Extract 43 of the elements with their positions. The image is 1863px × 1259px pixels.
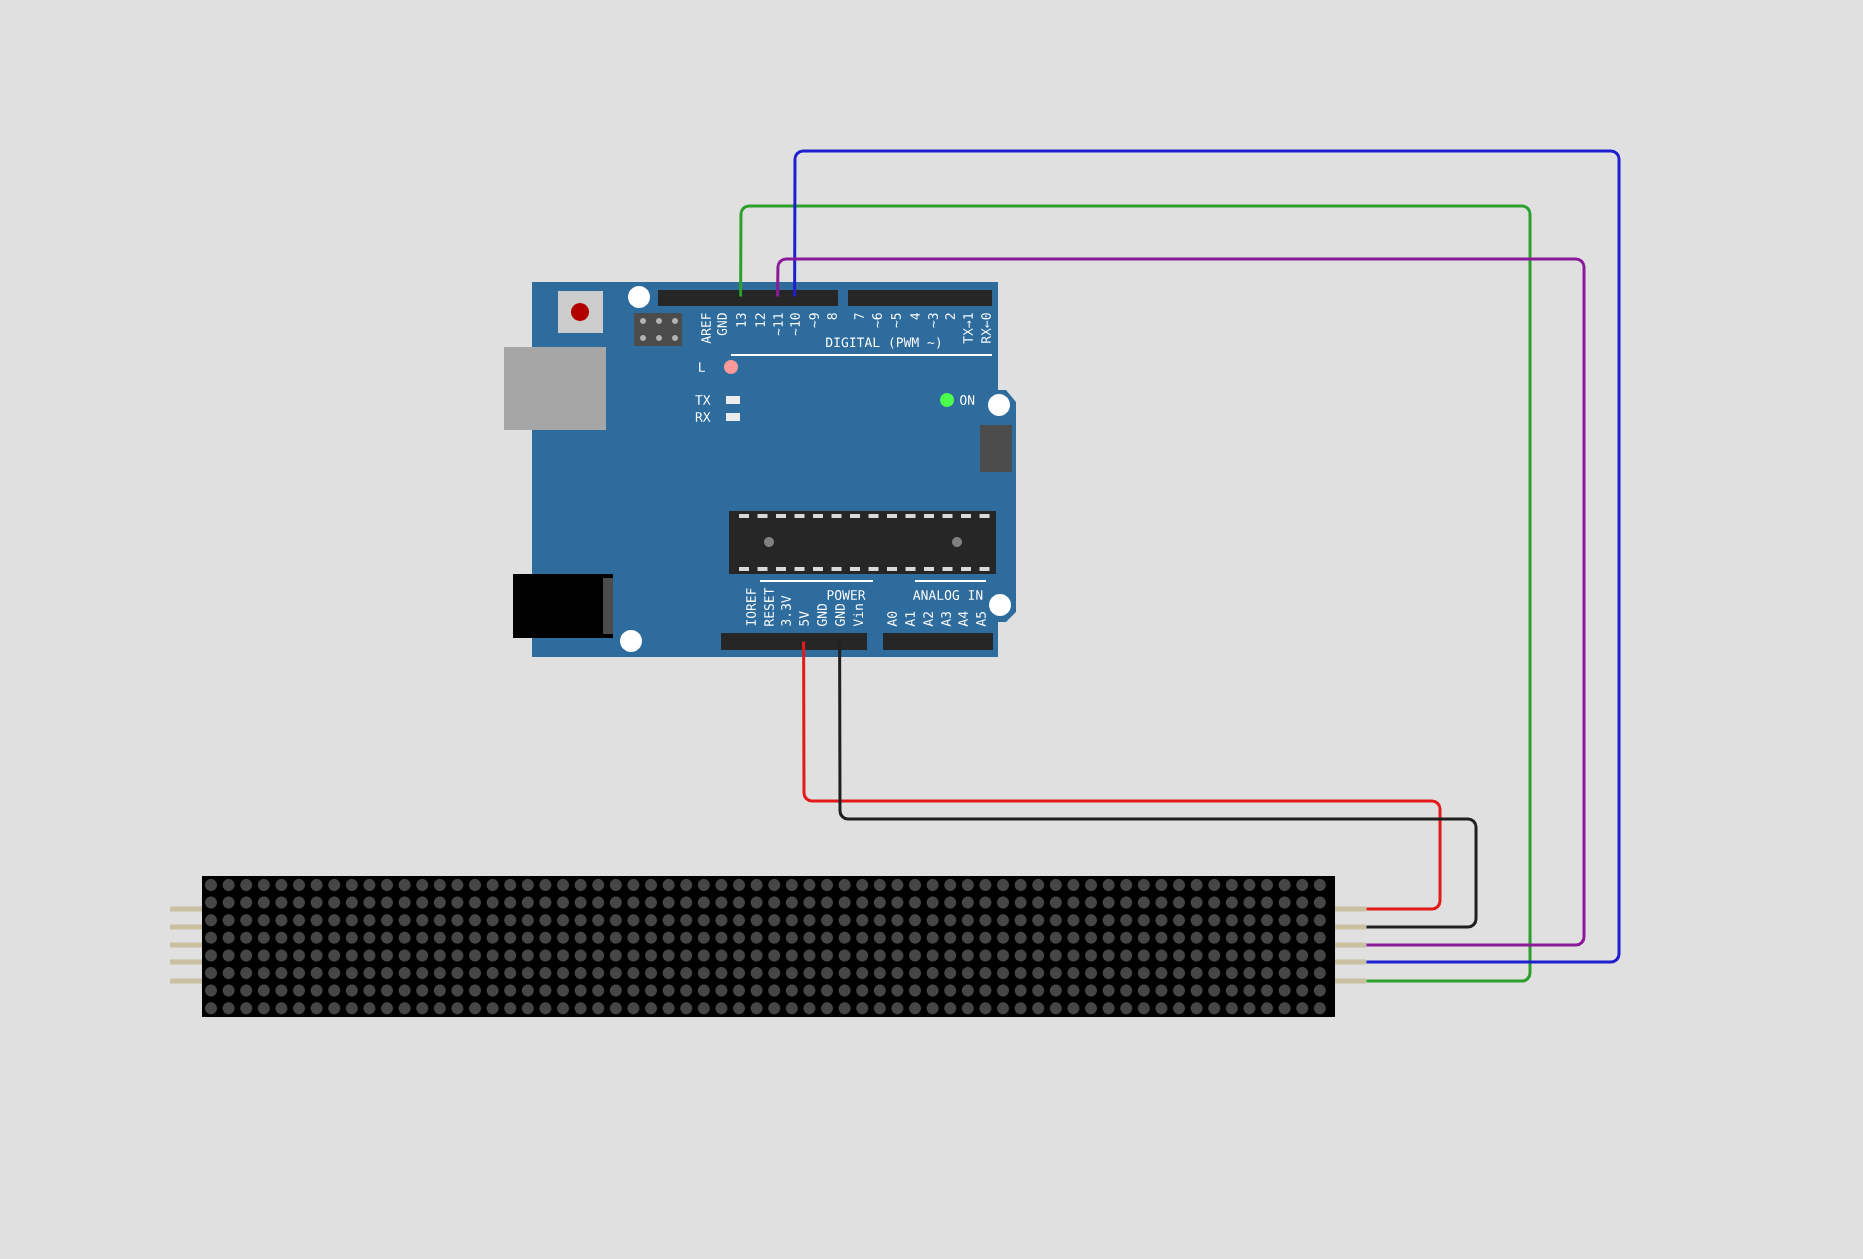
header-label: POWER bbox=[827, 590, 866, 600]
microcontroller-board-drawing bbox=[504, 282, 1016, 657]
wire bbox=[739, 204, 1532, 983]
pin-label: 12 bbox=[755, 313, 765, 327]
pin-label: IOREF bbox=[746, 588, 756, 626]
pin-label: ~3 bbox=[928, 313, 938, 328]
pin-label: 4 bbox=[910, 313, 920, 320]
pin-label: A3 bbox=[941, 611, 951, 627]
pin-label: A4 bbox=[958, 611, 968, 627]
pin-label: 7 bbox=[854, 313, 864, 320]
pin-label: 2 bbox=[945, 313, 955, 320]
pin-label: ~11 bbox=[773, 313, 783, 336]
pin-label: 5V bbox=[799, 611, 809, 626]
led-matrix-drawing bbox=[202, 876, 1335, 1017]
wire bbox=[802, 641, 1442, 911]
led-label: L bbox=[699, 362, 705, 372]
led-label: ON bbox=[960, 395, 975, 405]
pin-label: 13 bbox=[736, 313, 746, 327]
pin-label: TX→1 bbox=[963, 313, 973, 344]
led-label: TX bbox=[695, 395, 711, 405]
pin-label: ~5 bbox=[891, 313, 901, 328]
wire bbox=[776, 257, 1586, 947]
pin-label: ~6 bbox=[872, 313, 882, 328]
pin-label: A1 bbox=[905, 611, 915, 627]
pin-label: 3.3V bbox=[781, 595, 791, 626]
header-label: ANALOG IN bbox=[913, 590, 983, 600]
pin-label: RESET bbox=[764, 587, 774, 626]
pin-label: A0 bbox=[887, 611, 897, 627]
pin-label: GND bbox=[817, 603, 827, 626]
header-label: DIGITAL (PWM ~) bbox=[826, 337, 940, 349]
pin-label: GND bbox=[717, 313, 727, 336]
wire bbox=[838, 641, 1478, 929]
pin-label: A5 bbox=[976, 612, 986, 627]
pin-label: Vin bbox=[853, 604, 863, 627]
pin-label: ~9 bbox=[809, 313, 819, 328]
pin-label: 8 bbox=[827, 313, 837, 320]
pin-label: GND bbox=[835, 603, 845, 626]
pin-label: AREF bbox=[701, 313, 711, 344]
wire bbox=[793, 149, 1621, 964]
led-label: RX bbox=[695, 412, 711, 422]
pin-label: A2 bbox=[923, 612, 933, 627]
pin-label: RX←0 bbox=[981, 313, 991, 343]
pin-label: ~10 bbox=[790, 313, 800, 336]
